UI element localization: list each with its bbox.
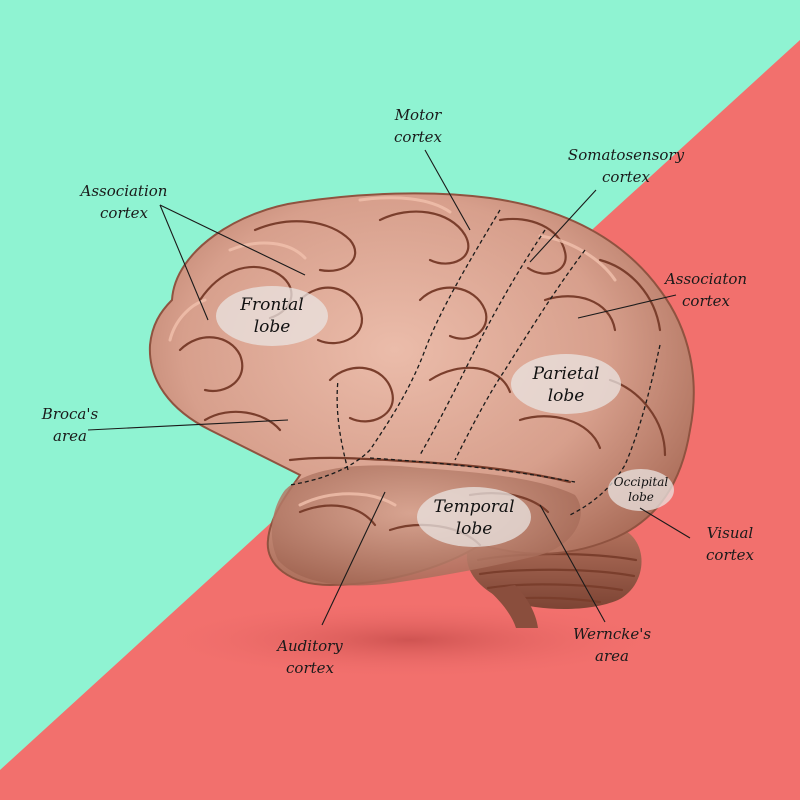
leader-auditory	[321, 491, 386, 626]
label-auditory-cortex: Auditory cortex	[275, 637, 343, 677]
temporal-lobe-bubble: Temporal lobe	[417, 487, 531, 547]
svg-text:cortex: cortex	[100, 204, 149, 222]
frontal-lobe-bubble: Frontal lobe	[216, 286, 328, 346]
svg-text:cortex: cortex	[602, 168, 651, 186]
label-wernickes-area: Werncke's area	[573, 625, 651, 665]
label-brocas-area: Broca's area	[41, 405, 99, 445]
label-motor-cortex: Motor cortex	[394, 106, 443, 146]
svg-text:Occipital: Occipital	[614, 475, 669, 489]
svg-text:Werncke's: Werncke's	[573, 625, 651, 643]
leader-wernicke	[539, 504, 606, 623]
svg-text:Frontal: Frontal	[239, 295, 304, 315]
brainstem	[488, 585, 538, 628]
label-somatosensory-cortex: Somatosensory cortex	[568, 146, 685, 186]
svg-text:Association: Association	[79, 182, 168, 200]
svg-text:Motor: Motor	[394, 106, 442, 124]
svg-text:Parietal: Parietal	[532, 364, 600, 384]
label-associaton-cortex-right: Associaton cortex	[663, 270, 747, 310]
svg-text:area: area	[595, 647, 629, 665]
svg-text:lobe: lobe	[628, 490, 654, 504]
leader-associaton-right	[577, 294, 677, 319]
svg-text:area: area	[53, 427, 87, 445]
label-visual-cortex: Visual cortex	[706, 524, 755, 564]
svg-text:Temporal: Temporal	[433, 497, 514, 517]
lobe-boundaries	[289, 209, 661, 516]
svg-text:Somatosensory: Somatosensory	[568, 146, 685, 164]
leader-somatosensory	[529, 189, 597, 263]
svg-text:Visual: Visual	[707, 524, 754, 542]
svg-text:lobe: lobe	[548, 386, 585, 406]
leader-lines	[87, 149, 691, 626]
svg-text:cortex: cortex	[286, 659, 335, 677]
brain-shadow	[150, 600, 670, 680]
leader-motor	[424, 149, 471, 231]
label-association-cortex: Association cortex	[79, 182, 168, 222]
leader-visual	[639, 507, 691, 539]
leader-broca	[87, 419, 289, 431]
svg-text:lobe: lobe	[254, 317, 291, 337]
svg-text:Auditory: Auditory	[275, 637, 343, 655]
svg-text:Broca's: Broca's	[41, 405, 99, 423]
leader-association-2	[159, 204, 209, 321]
occipital-lobe-bubble: Occipital lobe	[608, 469, 674, 511]
svg-text:Associaton: Associaton	[663, 270, 747, 288]
svg-text:cortex: cortex	[394, 128, 443, 146]
svg-text:cortex: cortex	[682, 292, 731, 310]
svg-text:lobe: lobe	[456, 519, 493, 539]
parietal-lobe-bubble: Parietal lobe	[511, 354, 621, 414]
leader-association-1	[159, 204, 306, 276]
svg-text:cortex: cortex	[706, 546, 755, 564]
